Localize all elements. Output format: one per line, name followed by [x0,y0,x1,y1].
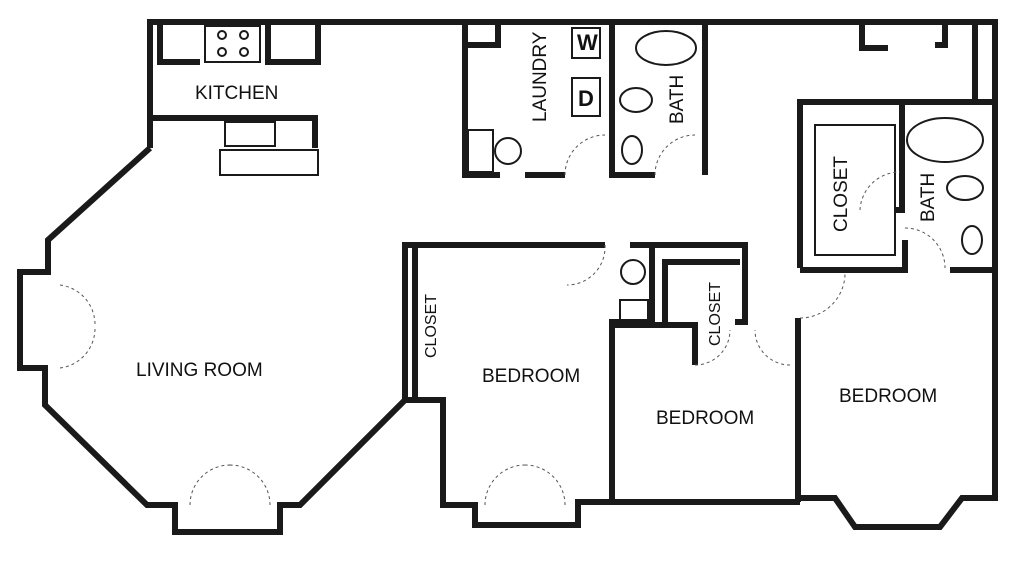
water-heater-icon [467,129,494,173]
bathtub-icon [635,30,697,66]
peninsula-counter [219,149,319,176]
label-bath-1: BATH [667,75,688,124]
master-toilet-icon [946,175,984,201]
label-living-room: LIVING ROOM [136,360,263,381]
label-washer: W [577,30,598,55]
label-kitchen: KITCHEN [195,83,278,104]
label-laundry: LAUNDRY [530,31,551,122]
windows [67,179,782,503]
toilet-icon [619,87,653,113]
label-closet-1: CLOSET [423,294,440,358]
walls [17,19,998,535]
sink-icon [224,121,276,147]
doors [59,134,946,506]
label-closet-2: CLOSET [707,282,724,346]
label-bedroom-1: BEDROOM [482,366,580,387]
label-bath-2: BATH [918,173,939,222]
fixtures [204,25,984,321]
room-labels: KITCHEN LAUNDRY W D BATH CLOSET BATH LIV… [136,30,939,429]
master-sink-icon [961,225,983,255]
closet-rod [814,124,896,256]
master-bathtub-icon [906,117,984,163]
stove-icon [204,25,261,63]
vanity-sink-icon [621,135,643,165]
label-dryer: D [578,86,594,111]
label-bedroom-3: BEDROOM [839,386,937,407]
washer-icon [571,27,601,59]
label-master-closet: CLOSET [831,156,852,232]
dryer-icon [571,77,601,117]
label-bedroom-2: BEDROOM [656,408,754,429]
